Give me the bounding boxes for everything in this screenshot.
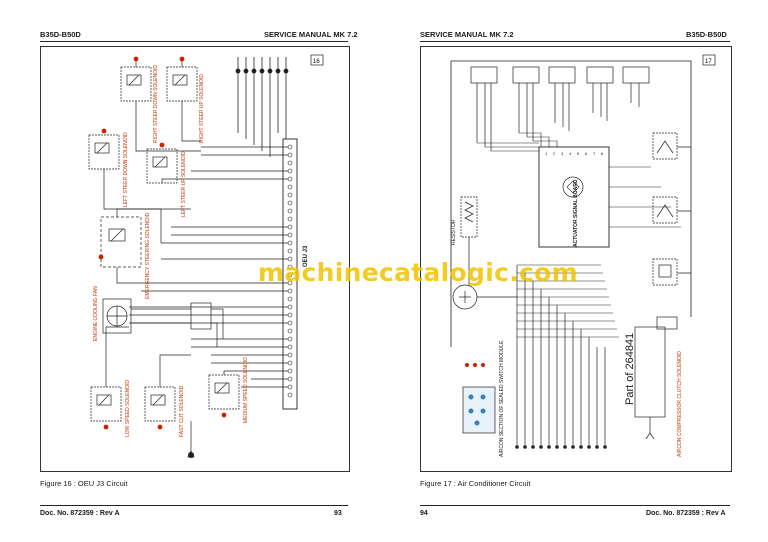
label-right-steer-down: RIGHT STEER DOWN SOLENOID — [153, 65, 159, 143]
oeu-j3-circuit-diagram: 16 — [88, 54, 324, 458]
figure-tag: 17 — [705, 59, 712, 65]
figure-caption: Figure 17 : Air Conditioner Circuit — [420, 479, 531, 488]
footer-rule — [40, 505, 348, 506]
label-actuator-board: ACTUATOR SIGNAL BOARD — [573, 179, 579, 248]
header-model: B35D-B50D — [686, 30, 727, 39]
footer-doc-number: Doc. No. 872359 : Rev A — [646, 510, 726, 517]
header-manual: SERVICE MANUAL MK 7.2 — [420, 30, 514, 39]
svg-text:3: 3 — [561, 151, 564, 156]
header-rule — [420, 41, 730, 42]
left-page: B35D-B50D SERVICE MANUAL MK 7.2 16 — [40, 30, 358, 517]
label-fast-cut: FAST CUT SOLENOID — [179, 385, 185, 437]
label-switch-module: AIRCON SECTION OF SEALED SWITCH MODULE — [499, 340, 505, 457]
footer-doc-number: Doc. No. 872359 : Rev A — [40, 510, 120, 517]
svg-text:4: 4 — [569, 151, 572, 156]
figure-tag: 16 — [313, 59, 320, 65]
label-left-steer-down: LEFT STEER DOWN SOLENOID — [123, 132, 129, 207]
figure-caption: Figure 16 : OEU J3 Circuit — [40, 479, 128, 488]
header-model: B35D-B50D — [40, 30, 81, 39]
label-resistor: RESISTOR — [451, 219, 457, 245]
figure-frame: 16 — [40, 46, 350, 472]
label-left-steer-up: LEFT STEER UP SOLENOID — [181, 151, 187, 217]
svg-text:1: 1 — [545, 151, 548, 156]
footer-page-number: 93 — [334, 510, 342, 517]
label-right-steer-up: RIGHT STEER UP SOLENOID — [199, 74, 205, 143]
footer-rule — [420, 505, 730, 506]
header-manual: SERVICE MANUAL MK 7.2 — [264, 30, 358, 39]
svg-text:6: 6 — [585, 151, 588, 156]
svg-text:5: 5 — [577, 151, 580, 156]
label-medium-speed: MEDIUM SPEED SOLENOID — [243, 357, 249, 423]
header-rule — [40, 41, 348, 42]
label-engine-cooling-fan: ENGINE COOLING FAN — [93, 286, 99, 341]
svg-text:8: 8 — [601, 151, 604, 156]
label-low-speed: LOW SPEED SOLENOID — [125, 380, 131, 437]
svg-text:7: 7 — [593, 151, 596, 156]
label-compressor-clutch: AIRCON COMPRESSOR CLUTCH SOLENOID — [677, 351, 683, 457]
label-part-of: Part of 264841 — [624, 332, 636, 405]
footer-page-number: 94 — [420, 510, 428, 517]
svg-text:2: 2 — [553, 151, 556, 156]
watermark: machinecatalogic.com — [258, 258, 578, 287]
label-emergency-steering: EMERGENCY STEERING SOLENOID — [145, 212, 151, 299]
